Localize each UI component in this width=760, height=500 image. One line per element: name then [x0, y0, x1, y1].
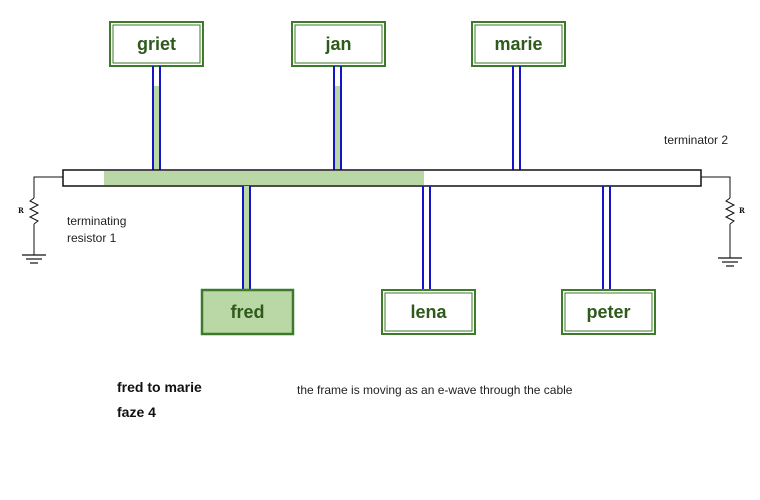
node-griet-label: griet	[137, 34, 176, 54]
node-fred: fred	[200, 288, 295, 336]
resistor-left-label: R	[18, 206, 24, 215]
node-marie-label: marie	[494, 34, 542, 54]
terminating-resistor-right: R	[701, 176, 745, 267]
signal-wave	[104, 171, 424, 185]
caption-title: fred to marie	[117, 379, 202, 395]
node-fred-label: fred	[230, 302, 264, 322]
node-jan-label: jan	[324, 34, 351, 54]
bus-cable	[62, 169, 702, 187]
drop-cable-marie	[512, 66, 521, 170]
drop-cable-fred	[242, 186, 251, 290]
terminating-resistor-left: R	[18, 176, 63, 264]
terminating-resistor-label-line1: terminating	[67, 214, 126, 228]
node-lena: lena	[381, 289, 476, 335]
node-lena-label: lena	[410, 302, 447, 322]
node-peter: peter	[561, 289, 656, 335]
node-marie: marie	[471, 21, 566, 67]
terminating-resistor-label-line2: resistor 1	[67, 231, 117, 245]
drop-cable-peter	[602, 186, 611, 290]
resistor-right-label: R	[739, 206, 745, 215]
caption-description: the frame is moving as an e-wave through…	[297, 383, 573, 397]
node-griet: griet	[109, 21, 204, 67]
terminator-2-label: terminator 2	[664, 133, 728, 147]
caption-phase: faze 4	[117, 404, 156, 420]
drop-cable-lena	[422, 186, 431, 290]
node-jan: jan	[291, 21, 386, 67]
drop-cable-griet	[152, 66, 161, 170]
node-peter-label: peter	[586, 302, 630, 322]
drop-cable-jan	[333, 66, 342, 170]
